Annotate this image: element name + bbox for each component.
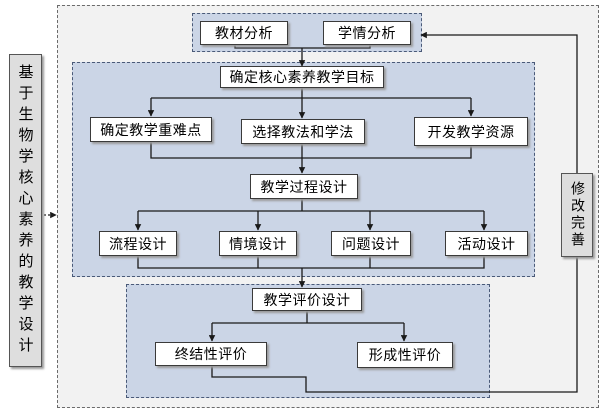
summative-evaluation-box: 终结性评价 bbox=[155, 342, 267, 366]
situation-design-box: 情境设计 bbox=[219, 231, 297, 256]
activity-design-box: 活动设计 bbox=[445, 231, 528, 256]
objectives-box: 确定核心素养教学目标 bbox=[220, 66, 384, 88]
question-design-box: 问题设计 bbox=[331, 231, 411, 256]
methods-box: 选择教法和学法 bbox=[241, 119, 365, 144]
textbook-analysis-box: 教材分析 bbox=[200, 21, 288, 45]
resources-box: 开发教学资源 bbox=[414, 117, 528, 146]
flow-design-box: 流程设计 bbox=[99, 231, 177, 256]
formative-evaluation-box: 形成性评价 bbox=[357, 342, 453, 368]
left-label-text: 基于生物学核心素养的教学设计 bbox=[16, 63, 35, 358]
key-points-box: 确定教学重难点 bbox=[90, 117, 212, 142]
process-design-box: 教学过程设计 bbox=[250, 174, 358, 199]
right-label-text: 修改完善 bbox=[569, 181, 585, 249]
right-vertical-label: 修改完善 bbox=[561, 173, 593, 257]
student-analysis-box: 学情分析 bbox=[323, 21, 411, 45]
evaluation-design-box: 教学评价设计 bbox=[252, 288, 362, 311]
left-vertical-label: 基于生物学核心素养的教学设计 bbox=[9, 54, 42, 367]
